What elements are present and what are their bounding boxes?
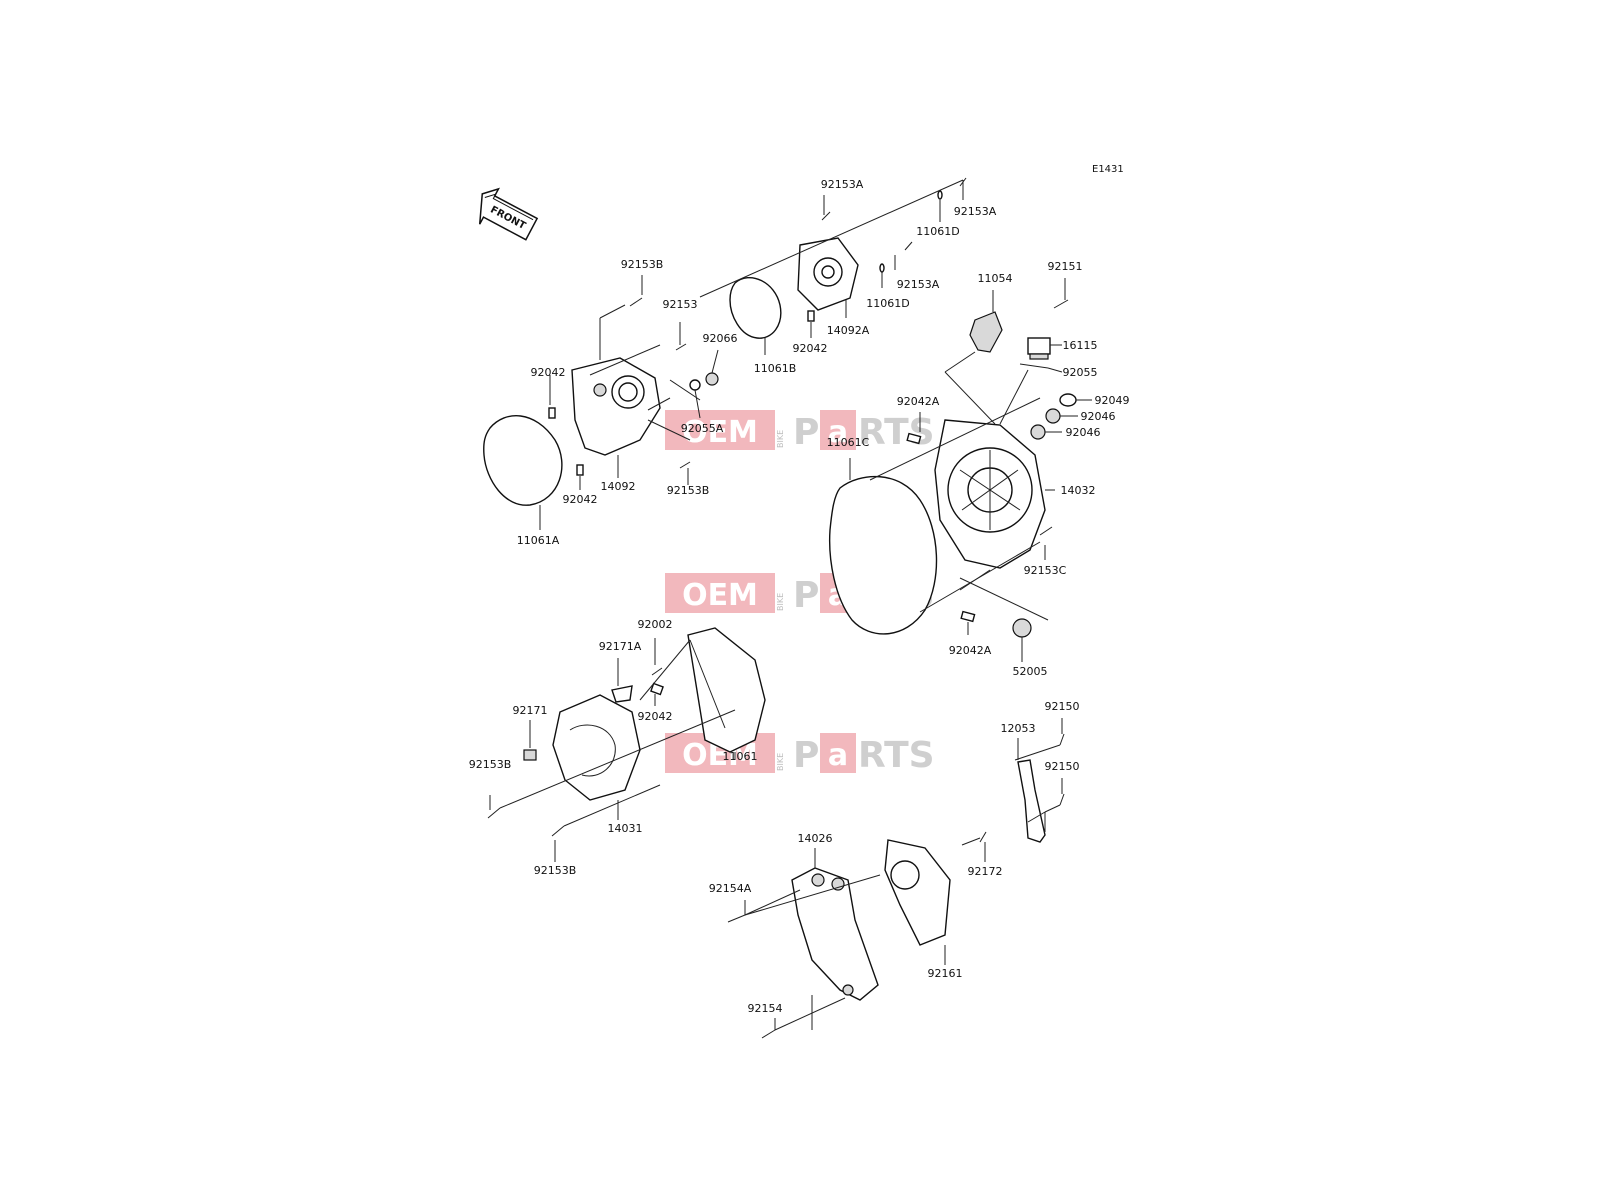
svg-text:BIKE: BIKE xyxy=(776,753,785,771)
svg-text:RTS: RTS xyxy=(858,735,935,776)
part-92066-plug xyxy=(705,372,719,386)
label-92153C: 92153C xyxy=(1024,564,1067,577)
svg-text:BIKE: BIKE xyxy=(776,593,785,611)
label-92042A-top: 92042A xyxy=(897,395,940,408)
label-14031: 14031 xyxy=(608,822,643,835)
leaders-lower-right xyxy=(744,718,1063,1031)
label-92153B-left: 92153B xyxy=(469,758,512,771)
svg-text:a: a xyxy=(828,738,848,773)
label-11061D-a: 11061D xyxy=(916,225,959,238)
label-16115: 16115 xyxy=(1063,339,1098,352)
label-92153A-top: 92153A xyxy=(821,178,864,191)
front-arrow-icon: FRONT xyxy=(478,187,539,241)
diagram-code: E1431 xyxy=(1092,164,1124,175)
part-16115-cap xyxy=(1027,337,1051,360)
label-92049: 92049 xyxy=(1095,394,1130,407)
label-14092A: 14092A xyxy=(827,324,870,337)
part-14032-clutch-cover xyxy=(934,419,1046,569)
label-92171A: 92171A xyxy=(599,640,642,653)
label-14026: 14026 xyxy=(798,832,833,845)
label-92042A-bottom: 92042A xyxy=(949,644,992,657)
label-92151: 92151 xyxy=(1048,260,1083,273)
label-92055: 92055 xyxy=(1063,366,1098,379)
label-11061D-b: 11061D xyxy=(866,297,909,310)
part-12053-guide xyxy=(1017,759,1046,843)
part-11061A-gasket xyxy=(483,415,563,506)
label-92153B-top: 92153B xyxy=(621,258,664,271)
label-14032: 14032 xyxy=(1061,484,1096,497)
label-92172: 92172 xyxy=(968,865,1003,878)
leaders-lower-left xyxy=(489,638,736,862)
label-12053: 12053 xyxy=(1001,722,1036,735)
label-52005: 52005 xyxy=(1013,665,1048,678)
label-92002: 92002 xyxy=(638,618,673,631)
leaders-upper-right xyxy=(849,278,1092,662)
label-92042-lower: 92042 xyxy=(638,710,673,723)
leaders-upper-left xyxy=(539,179,964,530)
part-11061B-gasket xyxy=(729,277,782,339)
svg-text:RTS: RTS xyxy=(858,412,935,453)
label-92171: 92171 xyxy=(513,704,548,717)
label-92042-bottom: 92042 xyxy=(563,493,598,506)
part-14026-sprocket-cover xyxy=(791,867,879,1001)
label-92153A-right: 92153A xyxy=(954,205,997,218)
label-92153B-low: 92153B xyxy=(534,864,577,877)
part-14031-generator-cover xyxy=(552,694,641,801)
svg-text:OEM: OEM xyxy=(682,578,758,613)
bolts-lower-left xyxy=(487,667,664,837)
part-52005-plug xyxy=(1012,618,1032,638)
label-11061A: 11061A xyxy=(517,534,560,547)
label-92154: 92154 xyxy=(748,1002,783,1015)
svg-text:a: a xyxy=(828,415,848,450)
label-92150-a: 92150 xyxy=(1045,700,1080,713)
part-92171A-clamp xyxy=(611,685,633,703)
part-92055A-oring xyxy=(689,379,701,391)
label-92153A-mid: 92153A xyxy=(897,278,940,291)
watermark-oem-parts: OEM BIKE P a RTS OEM BIKE P a RTS OEM BI… xyxy=(665,410,935,776)
part-number-labels: 92153A 92153A 11061D 92153A 11061D 14092… xyxy=(469,178,1130,1015)
label-92042-left: 92042 xyxy=(531,366,566,379)
part-92055-oring xyxy=(1019,363,1049,369)
label-11061C: 11061C xyxy=(827,436,870,449)
dowels-upper-right xyxy=(906,299,1069,623)
label-92066: 92066 xyxy=(703,332,738,345)
bolts-lower-right xyxy=(727,733,1065,1039)
label-92046-b: 92046 xyxy=(1066,426,1101,439)
part-92046-bearing xyxy=(1030,408,1061,440)
svg-text:P: P xyxy=(793,412,819,453)
label-92046-a: 92046 xyxy=(1081,410,1116,423)
part-92161-guard xyxy=(884,839,951,946)
label-11061: 11061 xyxy=(723,750,758,763)
label-11061B: 11061B xyxy=(754,362,797,375)
svg-text:P: P xyxy=(793,575,819,616)
label-92161: 92161 xyxy=(928,967,963,980)
label-92055A: 92055A xyxy=(681,422,724,435)
part-14092A-cover xyxy=(797,237,859,311)
label-92154A: 92154A xyxy=(709,882,752,895)
label-11054: 11054 xyxy=(978,272,1013,285)
label-92042-top: 92042 xyxy=(793,342,828,355)
part-11054-bracket xyxy=(969,311,1003,353)
svg-text:BIKE: BIKE xyxy=(776,430,785,448)
label-92150-b: 92150 xyxy=(1045,760,1080,773)
part-92049-seal xyxy=(1059,393,1077,407)
part-11061C-gasket xyxy=(828,475,938,635)
part-92171-damper xyxy=(523,749,537,761)
part-14092-cover xyxy=(571,357,661,456)
label-92153-a: 92153 xyxy=(663,298,698,311)
label-14092: 14092 xyxy=(601,480,636,493)
svg-text:OEM: OEM xyxy=(682,415,758,450)
label-92153B-mid: 92153B xyxy=(667,484,710,497)
svg-text:P: P xyxy=(793,735,819,776)
part-11061-gasket xyxy=(687,627,766,753)
